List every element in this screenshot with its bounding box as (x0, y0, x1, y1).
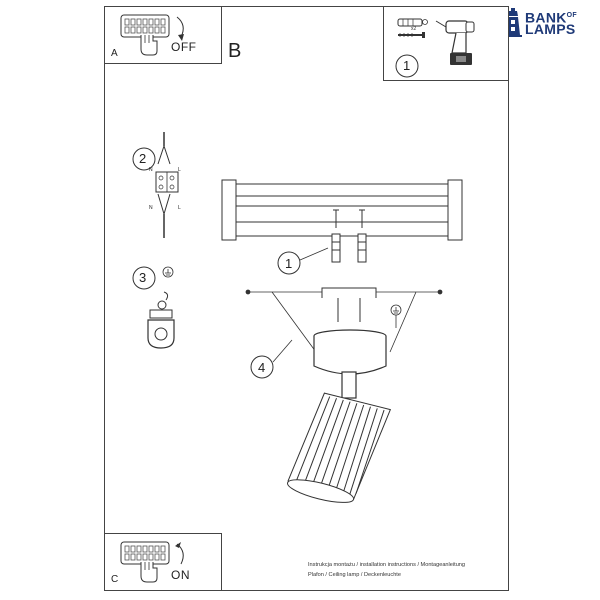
screw-count: x2 (411, 26, 417, 32)
switch-off-illustration (120, 14, 184, 56)
screw-icon (398, 32, 425, 38)
terminal-l-bottom: L (178, 205, 181, 211)
panel-c: C ON (104, 533, 222, 591)
mounting-bracket (321, 287, 377, 322)
tools-box: x2 1 (383, 6, 509, 81)
step-3-number: 3 (139, 270, 147, 285)
drill-icon (435, 20, 475, 65)
panel-a-letter: A (111, 48, 118, 59)
ceiling-screws (333, 209, 365, 228)
step-1-main-number: 1 (285, 256, 293, 271)
ceiling-lamp-assembly (221, 179, 463, 503)
ground-icon (390, 304, 402, 328)
ribbed-lamp-head (287, 392, 392, 503)
caption-line-1: Instrukcja montażu / installation instru… (308, 562, 466, 568)
terminal-block-diagram (132, 132, 179, 238)
lighthouse-icon (504, 8, 522, 37)
ground-terminal-diagram (132, 266, 175, 349)
wall-plugs (331, 233, 367, 263)
switch-on-illustration (120, 541, 184, 583)
step-1-tools-circle (395, 54, 419, 78)
panel-c-action: ON (171, 568, 190, 582)
tools-illustration: x2 (397, 18, 475, 65)
panel-c-letter: C (111, 574, 119, 585)
lamp-stem (341, 371, 357, 399)
brand-line2: LAMPS (525, 21, 576, 37)
panel-b-letter: B (228, 40, 242, 62)
wall-plug-icon (397, 18, 428, 27)
terminal-n-top: N (149, 167, 153, 173)
brand-of: OF (566, 12, 577, 19)
ground-icon (162, 266, 174, 278)
panel-a-action: OFF (171, 40, 197, 54)
lamp-canopy (313, 329, 387, 375)
brand-line1: BANK (525, 9, 567, 26)
step-2-number: 2 (139, 151, 147, 166)
caption-line-2: Plafon / Ceiling lamp / Deckenleuchte (308, 572, 401, 578)
step-4-number: 4 (258, 360, 266, 375)
terminal-l-top: L (178, 167, 181, 173)
ceiling-beam (221, 179, 463, 241)
panel-a: A OFF (104, 6, 222, 64)
step-1-tools-number: 1 (403, 58, 411, 73)
instruction-sheet (104, 6, 509, 591)
terminal-n-bottom: N (149, 205, 153, 211)
brand-logo: BANKOF LAMPS (503, 6, 598, 40)
